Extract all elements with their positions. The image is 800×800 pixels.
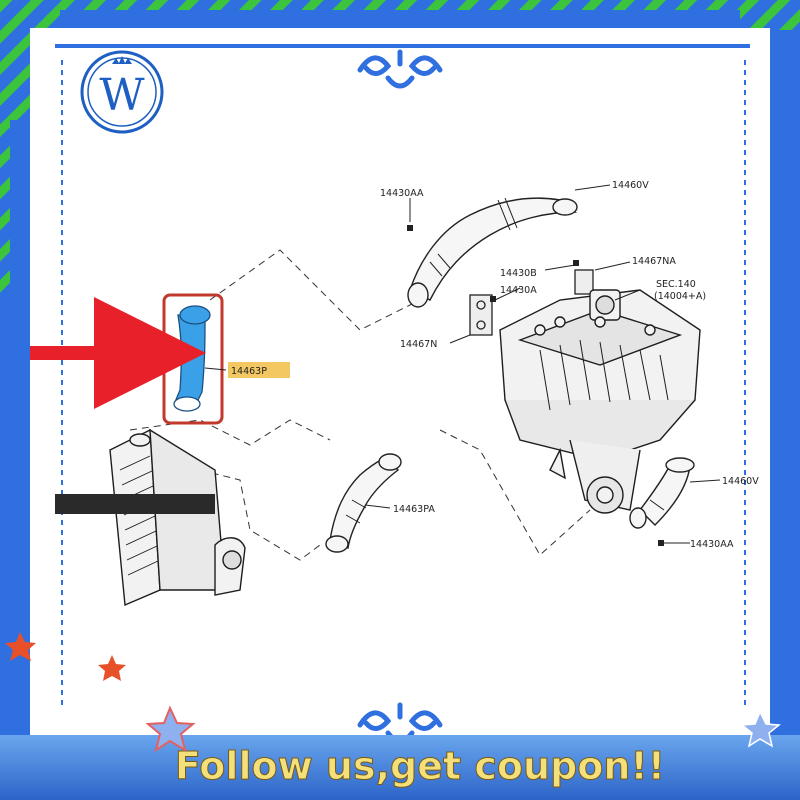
label-14430A: 14430A <box>500 285 537 296</box>
label-leaders <box>204 184 721 544</box>
coupon-banner[interactable]: Follow us,get coupon!! <box>0 735 800 800</box>
crown-icon <box>112 56 132 64</box>
banner-text: Follow us,get coupon!! <box>175 744 665 788</box>
engine-block <box>499 289 701 514</box>
label-sec140: SEC.140 <box>656 279 696 290</box>
star-icon <box>145 705 196 753</box>
star-icons <box>5 632 781 753</box>
lower-right-hose <box>629 457 695 529</box>
label-14463PA: 14463PA <box>393 504 435 515</box>
label-14430AA-top: 14430AA <box>380 188 424 199</box>
label-sec140-sub: (14004+A) <box>654 291 706 302</box>
logo-letter: W <box>99 70 145 121</box>
redaction-bar <box>55 494 215 514</box>
bracket <box>469 269 594 336</box>
label-14430AA-bottom: 14430AA <box>690 539 734 550</box>
part-labels: 14460V 14430AA 14467NA 14430B 14430A SEC… <box>231 180 759 550</box>
bolt-markers <box>407 225 664 546</box>
label-14463P: 14463P <box>231 366 267 377</box>
star-icon <box>740 710 781 748</box>
star-icon <box>98 655 126 681</box>
label-highlight <box>228 362 290 378</box>
lower-middle-hose <box>325 453 402 553</box>
label-14467NA: 14467NA <box>632 256 676 267</box>
label-14460V-bottom: 14460V <box>722 476 759 487</box>
label-14460V-top: 14460V <box>612 180 649 191</box>
top-ornament-icon <box>357 49 443 89</box>
label-14467N: 14467N <box>400 339 437 350</box>
star-icon <box>5 632 36 661</box>
brand-logo: W <box>80 50 164 134</box>
upper-intake-hose <box>407 197 578 308</box>
label-14430B: 14430B <box>500 268 537 279</box>
